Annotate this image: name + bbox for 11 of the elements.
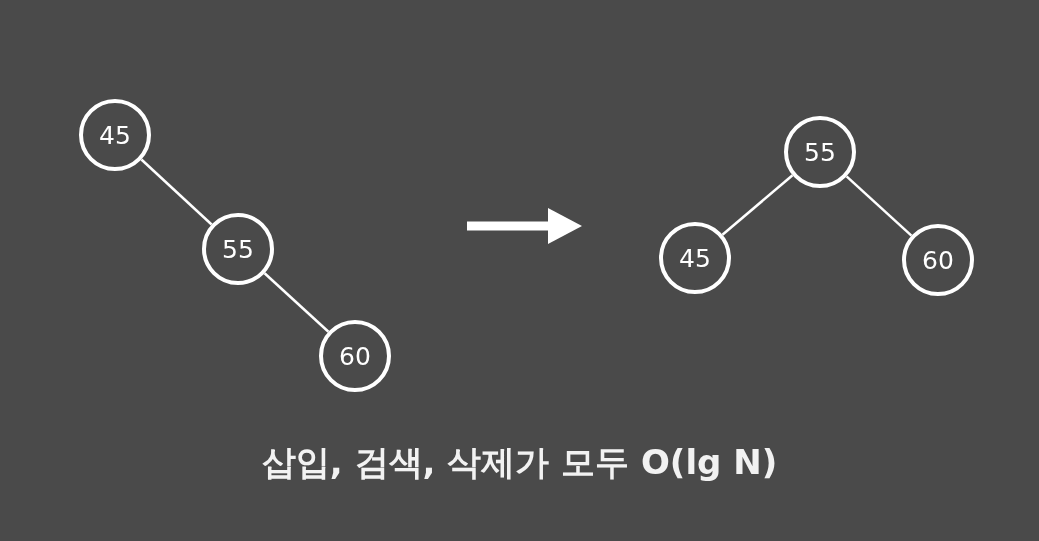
tree-edge	[140, 158, 213, 226]
caption: 삽입, 검색, 삭제가 모두 O(lg N)	[260, 441, 779, 484]
tree-node-circle: 55	[202, 213, 274, 285]
tree-node-circle: 60	[319, 320, 391, 392]
tree-node-circle: 60	[902, 224, 974, 296]
tree-node-circle: 45	[659, 222, 731, 294]
tree-edge	[263, 272, 330, 333]
tree-node-circle: 55	[784, 116, 856, 188]
tree-node-circle: 45	[79, 99, 151, 171]
tree-edge	[721, 174, 794, 236]
tree-edge	[845, 175, 913, 237]
